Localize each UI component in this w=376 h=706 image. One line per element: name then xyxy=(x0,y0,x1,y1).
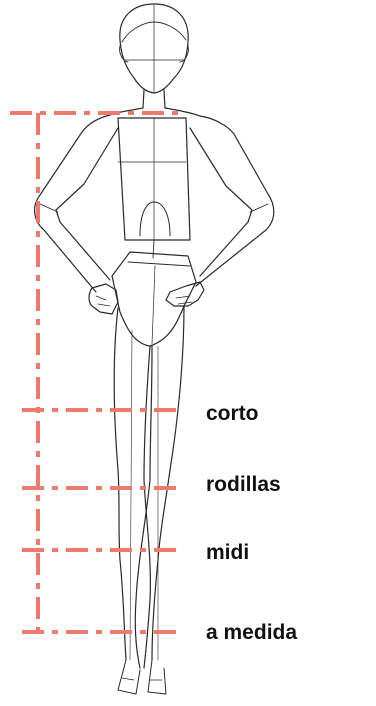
right-arm-outline xyxy=(190,116,274,286)
left-arm-outline xyxy=(35,115,118,292)
croquis-figure xyxy=(35,4,274,694)
label-corto: corto xyxy=(206,403,259,424)
length-guides xyxy=(10,113,178,632)
label-rodillas: rodillas xyxy=(206,474,281,495)
right-hand-outline xyxy=(166,282,204,306)
head-outline xyxy=(120,4,189,93)
label-midi: midi xyxy=(206,542,249,563)
left-leg-outline xyxy=(114,308,150,694)
right-leg-outline xyxy=(130,306,184,694)
label-a-medida: a medida xyxy=(206,622,297,643)
torso-outline xyxy=(110,108,200,258)
